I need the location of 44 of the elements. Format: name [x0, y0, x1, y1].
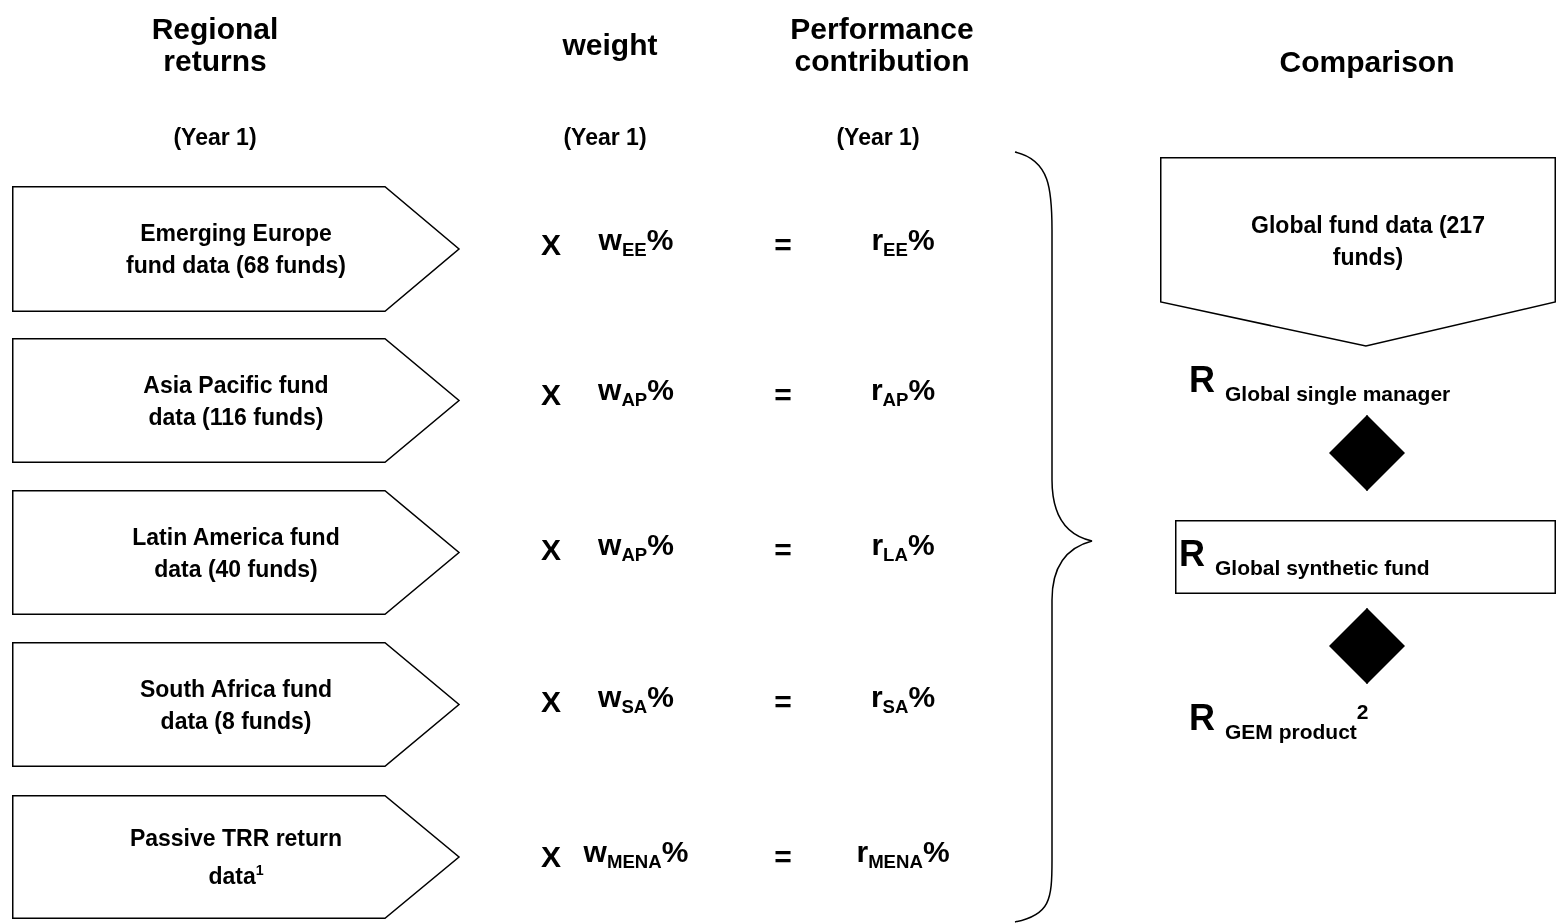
contribution-formula: r$_{EE}$%	[871, 223, 935, 263]
contribution-formula: r$_{MENA}$%	[856, 835, 950, 875]
down-pointing-box	[1160, 157, 1556, 347]
pentagon-arrow-box	[12, 338, 460, 463]
column-heading: Regional returns	[150, 13, 280, 77]
contribution-formula: r$_{SA}$%	[870, 680, 936, 720]
operator: =	[774, 841, 792, 873]
weight-formula: w$_{AP}$%	[598, 528, 674, 568]
fund-label: Latin America fund data (40 funds)	[131, 522, 341, 584]
pentagon-arrow-box	[12, 795, 460, 919]
double-arrow	[1329, 414, 1405, 492]
weight-formula: w$_{MENA}$%	[583, 835, 689, 875]
fund-label: Asia Pacific fund data (116 funds)	[142, 370, 330, 432]
fund-label: South Africa fund data (8 funds)	[138, 674, 334, 736]
fund-label: Emerging Europe fund data (68 funds)	[125, 219, 347, 280]
weight-formula: w$_{SA}$%	[598, 680, 674, 720]
result-label: R $_{Global single manager}$	[1189, 360, 1451, 415]
column-heading: Performance contribution	[789, 13, 975, 77]
operator: X	[541, 534, 561, 566]
weight-formula: w$_{AP}$%	[598, 373, 674, 413]
operator: X	[541, 686, 561, 718]
result-label: R $_{Global synthetic fund}$	[1179, 534, 1430, 582]
pentagon-arrow-box	[12, 642, 460, 767]
operator: =	[774, 229, 792, 261]
column-heading: Comparison	[1278, 46, 1456, 78]
result-box	[1175, 520, 1556, 594]
pentagon-arrow-box	[12, 490, 460, 615]
operator: X	[541, 379, 561, 411]
operator: X	[541, 229, 561, 261]
column-heading: weight	[561, 29, 659, 61]
period-note: (Year 1)	[563, 124, 647, 150]
operator: =	[774, 534, 792, 566]
contribution-formula: r$_{LA}$%	[871, 528, 935, 568]
operator: =	[774, 686, 792, 718]
period-note: (Year 1)	[836, 124, 920, 150]
contribution-formula: r$_{AP}$%	[870, 373, 936, 413]
operator: X	[541, 841, 561, 873]
fund-label: Passive TRR return data$^{1}$	[128, 824, 344, 891]
operator: =	[774, 379, 792, 411]
period-note: (Year 1)	[173, 124, 257, 150]
pentagon-arrow-box	[12, 186, 460, 312]
result-label: Global fund data (217 funds)	[1250, 211, 1486, 272]
double-arrow	[1329, 607, 1405, 685]
weight-formula: w$_{EE}$%	[598, 223, 674, 263]
